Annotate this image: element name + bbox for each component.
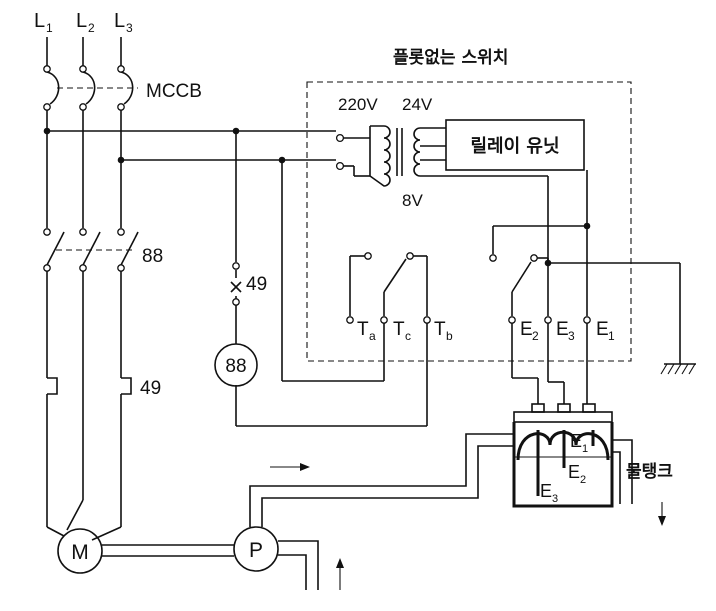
- label-overload-contact-49: 49: [246, 274, 267, 295]
- label-tank-e3: E: [540, 481, 552, 501]
- label-l2: L: [76, 10, 87, 32]
- power-lines: [46, 37, 122, 66]
- label-e1: E: [596, 319, 609, 340]
- lines-below-mccb: [43, 110, 125, 228]
- label-e2-sub: 2: [532, 329, 539, 343]
- overload-contact-49: 49: [230, 262, 267, 344]
- phase-labels: L 1 L 2 L 3: [34, 10, 133, 35]
- label-tank-e2: E: [568, 462, 580, 482]
- label-floatless-switch: 플롯없는 스위치: [393, 48, 508, 68]
- ground-icon: [660, 363, 696, 375]
- label-8v: 8V: [402, 191, 423, 210]
- label-e3-sub: 3: [568, 329, 575, 343]
- label-mccb: MCCB: [146, 81, 202, 102]
- label-tc: T: [393, 319, 405, 340]
- electrode-contacts: E 2 E 3 E 1: [489, 222, 681, 364]
- motor: M: [57, 528, 103, 574]
- label-water-tank: 물탱크: [626, 462, 673, 482]
- transformer: 220V 24V 8V: [335, 95, 549, 316]
- label-tb: T: [434, 319, 446, 340]
- label-l3-sub: 3: [126, 21, 133, 35]
- label-e1-sub: 1: [608, 329, 615, 343]
- label-tb-sub: b: [446, 329, 453, 343]
- contactor-88: 88: [43, 228, 163, 272]
- pump-pipes: [249, 433, 514, 590]
- label-motor: M: [71, 541, 89, 564]
- coil-88: 88: [214, 343, 258, 387]
- label-l1-sub: 1: [46, 21, 53, 35]
- motor-pump-shaft: [102, 544, 234, 557]
- label-24v: 24V: [402, 95, 433, 114]
- thermal-overload-49: 49: [47, 377, 161, 399]
- label-tank-e1-sub: 1: [582, 443, 588, 455]
- label-l1: L: [34, 10, 45, 32]
- label-tank-e2-sub: 2: [580, 474, 586, 486]
- label-contactor-88: 88: [142, 246, 163, 267]
- label-e3: E: [556, 319, 569, 340]
- label-tank-e3-sub: 3: [552, 493, 558, 505]
- label-overload-49: 49: [140, 378, 161, 399]
- label-ta: T: [357, 319, 369, 340]
- label-e2: E: [520, 319, 533, 340]
- label-coil-88: 88: [225, 356, 246, 377]
- label-l2-sub: 2: [88, 21, 95, 35]
- floatless-switch-box: 플롯없는 스위치: [306, 48, 632, 362]
- lines-to-motor: [46, 394, 122, 541]
- relay-unit: 릴레이 유닛: [445, 119, 588, 316]
- label-tc-sub: c: [405, 329, 411, 343]
- label-tank-e1: E: [570, 431, 582, 451]
- pump: P: [233, 526, 279, 572]
- label-l3: L: [114, 10, 125, 32]
- control-wiring: [47, 127, 428, 427]
- label-ta-sub: a: [369, 329, 376, 343]
- label-relay-unit: 릴레이 유닛: [470, 135, 559, 157]
- label-pump: P: [249, 539, 263, 562]
- label-220v: 220V: [338, 95, 378, 114]
- lines-to-thermal: [46, 271, 122, 378]
- relay-output-contacts: T a T c T b: [346, 252, 453, 343]
- mccb-breaker: MCCB: [43, 65, 202, 111]
- water-tank: E 1 E 2 E 3 물탱크: [512, 403, 673, 526]
- electrode-wires: [511, 323, 588, 404]
